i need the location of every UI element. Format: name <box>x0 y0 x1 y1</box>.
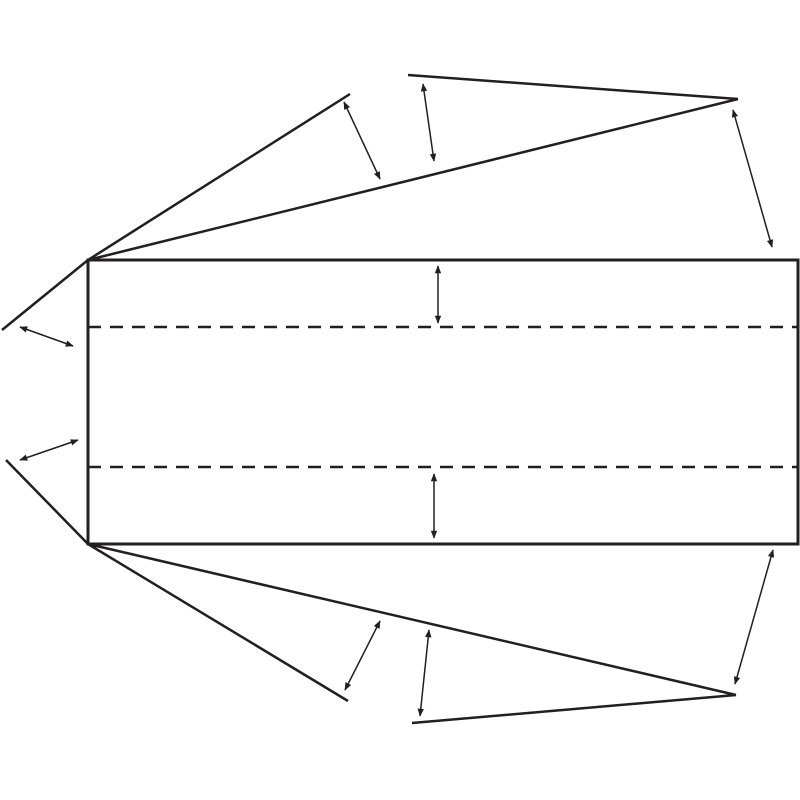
arrow-bottom-right <box>733 549 775 685</box>
arrow-left-upper <box>19 326 74 347</box>
arrow-top-right <box>731 109 774 248</box>
arrow-left-lower <box>19 439 79 461</box>
top-inner-flap <box>87 92 351 262</box>
bottom-inner-flap <box>87 542 349 703</box>
top-outer-flap-upper-edge <box>407 73 739 101</box>
bottom-outer-flap-upper-edge <box>87 542 737 697</box>
left-lower-flap <box>5 459 89 545</box>
left-upper-flap <box>1 259 89 331</box>
arrow-top-inner-flap <box>343 101 381 180</box>
central-rectangle <box>86 258 800 546</box>
arrow-bottom-inner-flap <box>344 620 381 691</box>
top-outer-flap-lower-edge <box>87 97 739 262</box>
arrow-top-outer-flap <box>420 83 437 162</box>
bottom-outer-flap-lower-edge <box>411 693 737 725</box>
arrow-bottom-outer-flap <box>417 629 432 717</box>
